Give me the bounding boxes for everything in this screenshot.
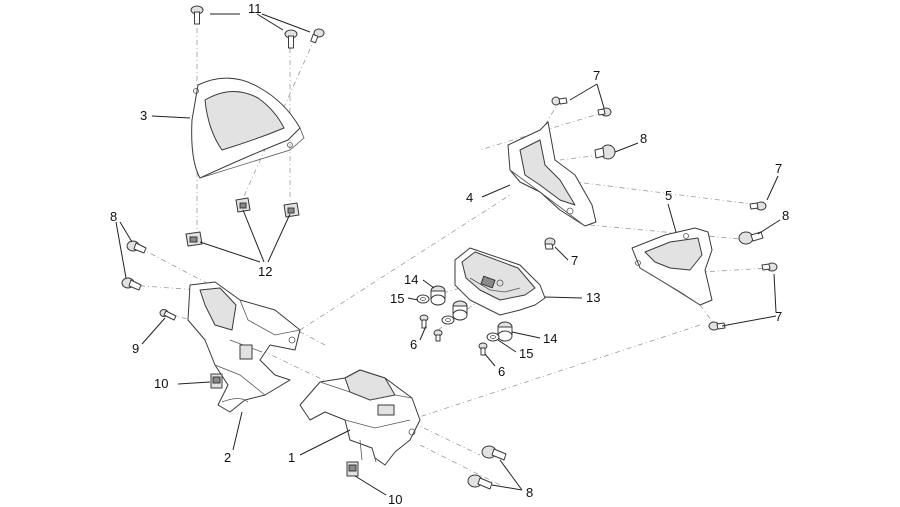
callout-5: 5 bbox=[665, 188, 672, 203]
small-screw-left-1-icon bbox=[419, 314, 429, 329]
washer-left-upper-icon bbox=[416, 294, 430, 304]
callout-10-left: 10 bbox=[154, 376, 168, 391]
screw-top-2-icon bbox=[284, 29, 298, 49]
screw-mid-icon bbox=[544, 237, 556, 250]
bolt-bottom-lower-icon bbox=[467, 474, 493, 490]
callout-15-right: 15 bbox=[519, 346, 533, 361]
callout-13: 13 bbox=[586, 290, 600, 305]
instrument-cluster-part bbox=[454, 247, 546, 316]
callout-6-left: 6 bbox=[410, 337, 417, 352]
callout-10-bottom: 10 bbox=[388, 492, 402, 507]
callout-8-upper: 8 bbox=[640, 131, 647, 146]
callout-7-right-upper: 7 bbox=[775, 161, 782, 176]
grommet-left-lower-icon bbox=[452, 300, 468, 321]
side-cover-right-part bbox=[507, 121, 597, 227]
clip-nut-bottom-icon bbox=[346, 461, 359, 477]
callout-8-bottom: 8 bbox=[526, 485, 533, 500]
grommet-right-icon bbox=[497, 321, 513, 342]
grommet-left-upper-icon bbox=[430, 285, 446, 306]
screw-right-lower-icon bbox=[708, 321, 726, 331]
bolt-upper-icon bbox=[594, 144, 616, 160]
bolt-left-lower-icon bbox=[121, 277, 142, 291]
callout-labels: 11 3 12 8 9 10 2 1 10 8 7 8 4 7 14 15 6 … bbox=[110, 1, 789, 507]
callout-7-mid: 7 bbox=[571, 253, 578, 268]
callout-14-left: 14 bbox=[404, 272, 418, 287]
windscreen-part bbox=[191, 77, 305, 179]
small-screw-right-icon bbox=[478, 342, 488, 356]
screw-right-upper-icon bbox=[749, 201, 767, 211]
washer-left-lower-icon bbox=[441, 315, 455, 325]
bolt-bottom-upper-icon bbox=[481, 445, 507, 461]
callout-12: 12 bbox=[258, 264, 272, 279]
screw-right-mid-icon bbox=[761, 262, 778, 272]
callout-6-right: 6 bbox=[498, 364, 505, 379]
central-bracket-part bbox=[299, 369, 421, 466]
clip-1-icon bbox=[235, 197, 251, 213]
left-bracket-part bbox=[187, 281, 301, 413]
callout-9: 9 bbox=[132, 341, 139, 356]
callout-14-right: 14 bbox=[543, 331, 557, 346]
screw-upper-1-icon bbox=[551, 96, 568, 106]
clip-2-icon bbox=[283, 202, 300, 218]
small-screw-left-2-icon bbox=[433, 329, 443, 342]
washer-right-icon bbox=[486, 332, 500, 342]
side-cover-far-right-part bbox=[631, 227, 713, 306]
clip-nut-left-icon bbox=[210, 373, 223, 389]
callout-3: 3 bbox=[140, 108, 147, 123]
callout-2: 2 bbox=[224, 450, 231, 465]
callout-1: 1 bbox=[288, 450, 295, 465]
callout-7-upper: 7 bbox=[593, 68, 600, 83]
bolt-right-icon bbox=[738, 231, 764, 245]
screw-top-3-icon bbox=[310, 28, 325, 44]
clip-3-icon bbox=[185, 231, 203, 247]
callout-7-right-lower: 7 bbox=[775, 309, 782, 324]
callout-leader-lines bbox=[115, 13, 781, 496]
screw-left-icon bbox=[159, 309, 177, 321]
bolt-left-upper-icon bbox=[126, 240, 147, 254]
screw-top-1-icon bbox=[190, 5, 204, 25]
screw-upper-2-icon bbox=[597, 107, 612, 117]
callout-8-left: 8 bbox=[110, 209, 117, 224]
callout-15-left: 15 bbox=[390, 291, 404, 306]
callout-8-right: 8 bbox=[782, 208, 789, 223]
callout-4: 4 bbox=[466, 190, 473, 205]
callout-11: 11 bbox=[248, 1, 262, 16]
